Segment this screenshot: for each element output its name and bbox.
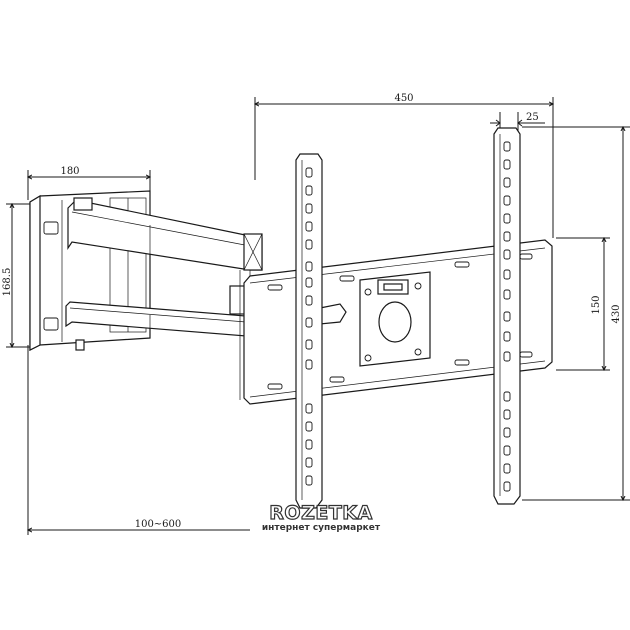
dimension-extension: 100~600 (28, 345, 250, 535)
rozetka-tagline: интернет супермаркет (261, 523, 381, 533)
dimension-total-height: 430 (522, 127, 630, 500)
dimension-label-100-600: 100~600 (135, 519, 182, 530)
rozetka-logo: ROZETKA (269, 502, 373, 524)
rozetka-watermark: ROZETKA интернет супермаркет (258, 502, 384, 534)
dimension-label-25: 25 (526, 112, 539, 123)
tv-bar-left (295, 153, 323, 509)
tv-bar-right (493, 127, 521, 505)
dimension-label-450: 450 (394, 93, 413, 104)
dimension-total-width: 450 (255, 93, 553, 238)
dimension-label-430: 430 (611, 304, 622, 323)
dimension-label-168-5: 168.5 (2, 268, 13, 297)
tv-bar-right-holes (503, 141, 511, 492)
dimension-label-150: 150 (591, 295, 602, 314)
dimension-inner-height: 150 (556, 238, 610, 370)
dimension-wall-plate-height: 168.5 (2, 204, 32, 347)
dimension-label-180: 180 (60, 166, 79, 177)
upper-arm (67, 197, 263, 271)
tv-bar-left-holes (305, 167, 313, 486)
